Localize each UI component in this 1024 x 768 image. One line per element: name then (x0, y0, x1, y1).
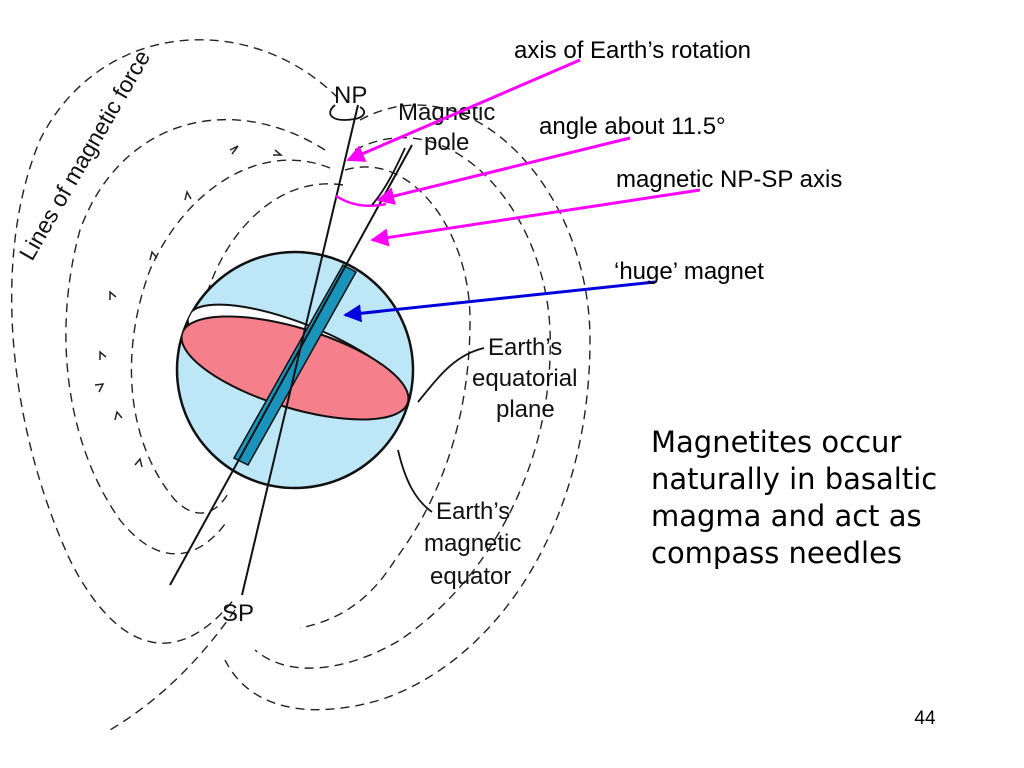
field-line-right-mid (254, 137, 551, 669)
field-arrow (114, 410, 123, 421)
callout-pointers (343, 58, 701, 323)
magnetic-equator-label-2: magnetic (424, 530, 521, 557)
note-line: compass needles (651, 536, 903, 570)
rotation-axis-pointer (346, 58, 581, 162)
axes (169, 104, 413, 596)
equatorial-plane-leader (417, 347, 485, 403)
equatorial-plane-label-2: equatorial (472, 365, 577, 392)
magnetite-note: Magnetites occur naturally in basaltic m… (651, 424, 1001, 572)
field-arrows (94, 145, 284, 468)
angle-pointer (376, 136, 631, 205)
field-line-bottom (109, 609, 236, 731)
magnetic-equator-label-3: equator (430, 563, 511, 590)
angle-callout: angle about 11.5° (539, 113, 726, 140)
field-arrow (229, 145, 239, 155)
field-arrow (109, 290, 117, 300)
field-arrow (149, 250, 158, 261)
magnet-pointer (343, 280, 656, 323)
field-arrow (134, 457, 143, 468)
lines-of-force-label: Lines of magnetic force (14, 46, 155, 265)
magnetic-pole-label-2: pole (424, 129, 469, 156)
note-line: magma and act as (651, 499, 922, 533)
magnetic-pole-leader (371, 147, 406, 206)
magnetic-axis-callout: magnetic NP-SP axis (616, 166, 842, 193)
note-line: naturally in basaltic (651, 462, 938, 496)
label-leaders (371, 147, 485, 513)
rotation-circle-arrow (329, 104, 366, 121)
magnetic-axis-line (169, 144, 413, 586)
field-line-right-inner (299, 166, 471, 629)
equatorial-plane-label-1: Earth’s (488, 334, 562, 361)
equatorial-plane-label-3: plane (496, 396, 555, 423)
field-line-outer-2 (65, 119, 326, 555)
field-arrow (99, 350, 107, 360)
np-label: NP (334, 82, 367, 109)
magnetic-equator-leader (397, 449, 433, 513)
field-line-mid (130, 159, 331, 514)
sp-label: SP (222, 600, 254, 627)
magnetic-equator-label-1: Earth’s (436, 498, 510, 525)
field-arrow (94, 383, 105, 393)
magnet-callout: ‘huge’ magnet (614, 258, 764, 285)
magnetic-axis-pointer (370, 188, 701, 247)
note-line: Magnetites occur (651, 425, 902, 459)
field-line-right-outer (224, 104, 591, 711)
field-arrow (184, 190, 192, 201)
slide-number: 44 (914, 708, 936, 729)
field-line-outer (11, 39, 339, 644)
rotation-axis-callout: axis of Earth’s rotation (514, 37, 751, 64)
field-arrow (273, 149, 284, 156)
